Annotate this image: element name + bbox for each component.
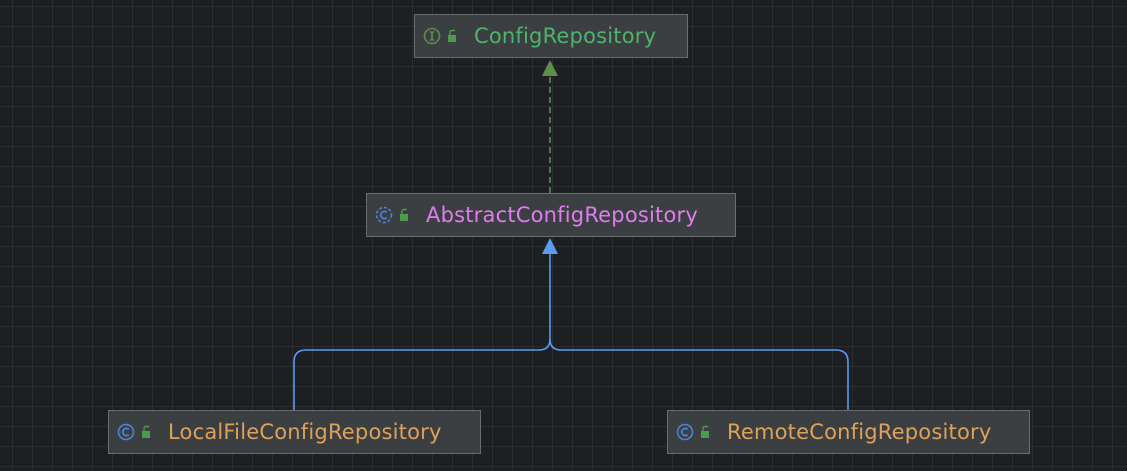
node-remote-config-repository[interactable]: RemoteConfigRepository xyxy=(667,410,1030,454)
abstract-class-icon xyxy=(375,206,393,224)
node-label: RemoteConfigRepository xyxy=(727,420,992,444)
extends-edge-remote xyxy=(549,338,849,410)
implements-arrowhead xyxy=(542,60,558,76)
class-icon xyxy=(117,423,135,441)
node-abstract-config-repository[interactable]: AbstractConfigRepository xyxy=(366,193,736,237)
node-local-file-config-repository[interactable]: LocalFileConfigRepository xyxy=(108,410,481,454)
unlock-icon xyxy=(701,425,709,438)
node-config-repository[interactable]: ConfigRepository xyxy=(414,14,688,58)
extends-arrowhead xyxy=(542,238,558,254)
node-label: AbstractConfigRepository xyxy=(426,203,698,227)
unlock-icon xyxy=(448,29,456,42)
node-label: LocalFileConfigRepository xyxy=(168,420,442,444)
interface-icon xyxy=(423,27,441,45)
extends-edge-local xyxy=(293,338,551,410)
node-label: ConfigRepository xyxy=(474,24,657,48)
unlock-icon xyxy=(400,208,408,221)
unlock-icon xyxy=(142,425,150,438)
class-icon xyxy=(676,423,694,441)
